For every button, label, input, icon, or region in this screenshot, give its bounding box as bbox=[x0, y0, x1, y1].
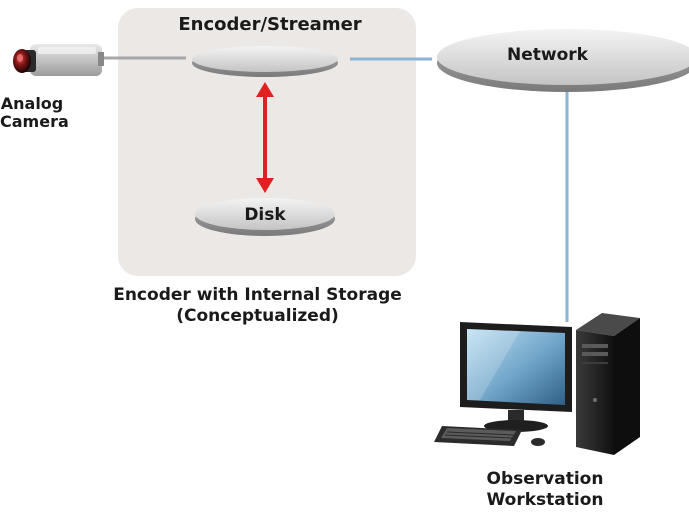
network-label: Network bbox=[507, 45, 588, 65]
disk-node bbox=[195, 198, 335, 236]
analog-camera-icon bbox=[13, 44, 104, 76]
analog-camera-label-line2: Camera bbox=[0, 112, 69, 131]
workstation-icon bbox=[434, 313, 640, 455]
observation-workstation-label-line1: Observation bbox=[486, 469, 604, 489]
encoder-streamer-node bbox=[192, 46, 338, 77]
observation-workstation-label: Observation Workstation bbox=[470, 469, 620, 511]
disk-label: Disk bbox=[244, 205, 286, 225]
group-caption: Encoder with Internal Storage (Conceptua… bbox=[70, 285, 445, 327]
encoder-disk-bidirectional-arrow bbox=[256, 82, 274, 193]
group-caption-line1: Encoder with Internal Storage bbox=[113, 285, 402, 305]
encoder-streamer-label: Encoder/Streamer bbox=[178, 14, 362, 35]
analog-camera-label: Analog Camera bbox=[0, 94, 69, 131]
analog-camera-label-line1: Analog bbox=[0, 94, 64, 113]
group-caption-line2: (Conceptualized) bbox=[176, 306, 339, 326]
network-node bbox=[437, 29, 689, 92]
observation-workstation-label-line2: Workstation bbox=[486, 490, 604, 510]
